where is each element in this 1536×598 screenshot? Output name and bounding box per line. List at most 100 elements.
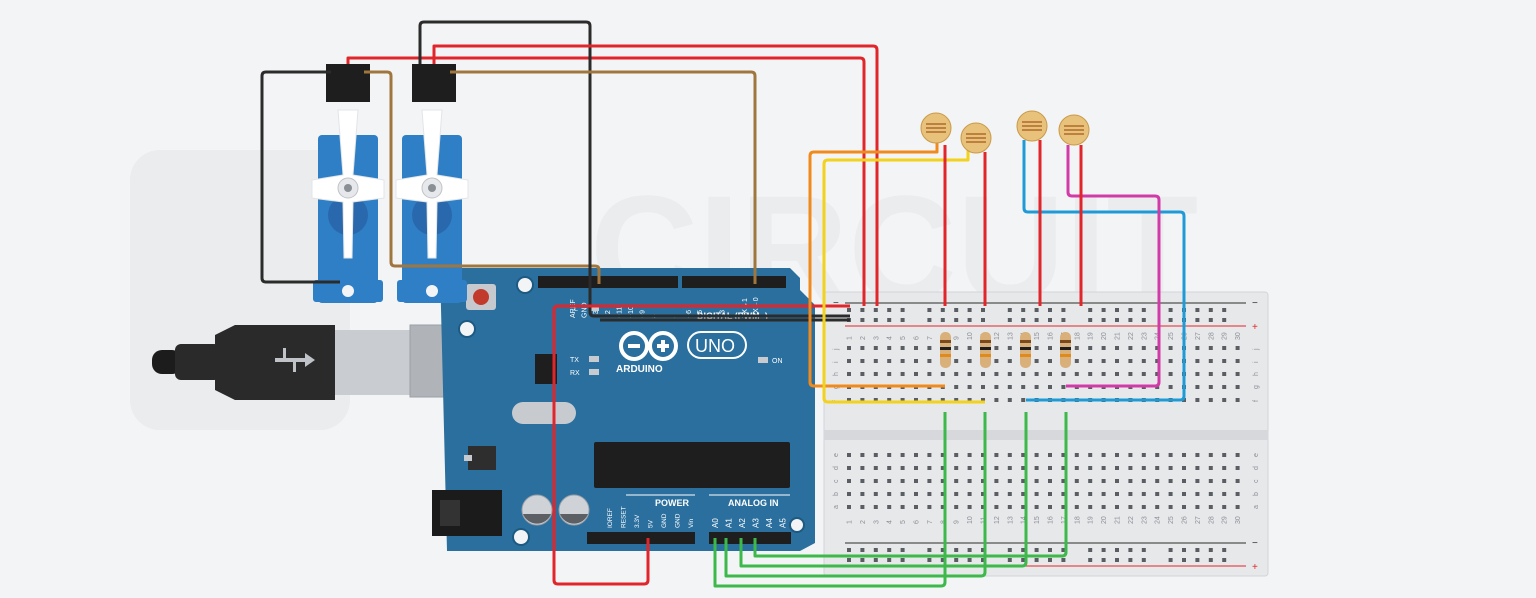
bb-hole bbox=[967, 308, 972, 312]
bb-hole bbox=[1182, 548, 1186, 552]
bb-column-label: 25 bbox=[1168, 332, 1175, 340]
resistors[interactable] bbox=[940, 332, 1071, 368]
bb-hole bbox=[887, 372, 892, 376]
bb-hole bbox=[1155, 372, 1160, 376]
breadboard[interactable]: − + − − + 112233445566778899101011111212… bbox=[823, 291, 1269, 577]
bb-hole bbox=[967, 372, 972, 376]
bb-hole bbox=[1034, 492, 1039, 496]
bb-hole bbox=[954, 453, 959, 457]
bb-hole bbox=[1061, 558, 1066, 562]
bb-hole bbox=[1021, 492, 1026, 496]
mount-hole bbox=[789, 517, 805, 533]
bb-hole bbox=[927, 318, 932, 322]
bb-column-label: 7 bbox=[927, 520, 934, 524]
bb-hole bbox=[967, 492, 972, 496]
bb-column-label: 10 bbox=[967, 516, 974, 524]
bb-column-label: 12 bbox=[994, 332, 1001, 340]
servo-motor-1[interactable] bbox=[311, 64, 385, 303]
bb-column-label: 13 bbox=[1007, 332, 1014, 340]
bb-hole bbox=[860, 453, 865, 457]
bb-hole bbox=[954, 308, 959, 312]
wires[interactable] bbox=[260, 20, 1186, 588]
bb-column-label: 24 bbox=[1155, 516, 1162, 524]
wire-servo1-signal bbox=[364, 70, 601, 284]
bb-hole bbox=[1061, 308, 1066, 312]
led-on bbox=[758, 357, 768, 363]
bb-hole bbox=[1141, 453, 1146, 457]
bb-hole bbox=[967, 398, 972, 402]
bb-hole bbox=[1195, 308, 1200, 312]
wire-servo1-vcc bbox=[346, 56, 866, 306]
bb-hole bbox=[847, 453, 851, 457]
analog-label: ANALOG IN bbox=[728, 498, 779, 508]
wire-servo1-gnd bbox=[260, 70, 340, 284]
bb-hole bbox=[954, 318, 959, 322]
bb-hole bbox=[994, 492, 999, 496]
bb-hole bbox=[860, 466, 865, 470]
bb-hole bbox=[1007, 308, 1012, 312]
bb-hole bbox=[967, 548, 972, 552]
usb-chip bbox=[535, 354, 557, 384]
bb-hole bbox=[1048, 479, 1052, 483]
led-l bbox=[589, 305, 599, 311]
bb-hole bbox=[1141, 505, 1146, 509]
bb-hole bbox=[1222, 359, 1227, 363]
bb-hole bbox=[860, 346, 865, 350]
bb-hole bbox=[1115, 318, 1119, 322]
bb-hole bbox=[1115, 346, 1119, 350]
bb-row-label: f bbox=[1253, 400, 1260, 402]
bb-column-label: 4 bbox=[887, 336, 894, 340]
bb-hole bbox=[1235, 505, 1240, 509]
bb-row-label: b bbox=[1253, 492, 1260, 496]
power-pin-label: 3.3V bbox=[634, 514, 641, 528]
bb-hole bbox=[1141, 479, 1146, 483]
bb-hole bbox=[914, 479, 918, 483]
bb-hole bbox=[1168, 372, 1173, 376]
bb-hole bbox=[847, 492, 851, 496]
rail-minus-label: − bbox=[1252, 298, 1258, 309]
bb-hole bbox=[1168, 318, 1173, 322]
bb-hole bbox=[1141, 466, 1146, 470]
bb-hole bbox=[887, 558, 892, 562]
bb-hole bbox=[873, 453, 878, 457]
bb-hole bbox=[1007, 453, 1012, 457]
bb-hole bbox=[1115, 359, 1119, 363]
bb-hole bbox=[1101, 548, 1106, 552]
bb-hole bbox=[1168, 385, 1173, 389]
bb-column-label: 20 bbox=[1101, 332, 1108, 340]
analog-pin-label: A3 bbox=[752, 518, 761, 528]
bb-hole bbox=[1007, 398, 1012, 402]
bb-hole bbox=[1155, 479, 1160, 483]
photoresistors[interactable] bbox=[920, 110, 1090, 154]
bb-column-label: 22 bbox=[1128, 516, 1135, 524]
bb-hole bbox=[1115, 558, 1119, 562]
bb-hole bbox=[994, 398, 999, 402]
bb-column-label: 23 bbox=[1141, 516, 1148, 524]
bb-hole bbox=[954, 372, 959, 376]
bb-column-label: 9 bbox=[954, 336, 961, 340]
bb-hole bbox=[1141, 318, 1146, 322]
bb-hole bbox=[860, 479, 865, 483]
bb-hole bbox=[887, 308, 892, 312]
bb-column-label: 6 bbox=[914, 520, 921, 524]
bb-column-label: 30 bbox=[1235, 516, 1242, 524]
bb-column-label: 16 bbox=[1048, 332, 1055, 340]
bb-hole bbox=[1034, 346, 1039, 350]
bb-hole bbox=[927, 453, 932, 457]
bb-hole bbox=[927, 398, 932, 402]
bb-hole bbox=[1021, 398, 1026, 402]
bb-hole bbox=[927, 359, 932, 363]
servo-connector bbox=[412, 64, 456, 102]
bb-column-label: 2 bbox=[860, 336, 867, 340]
bb-hole bbox=[981, 548, 985, 552]
wire-servo2-gnd bbox=[418, 20, 850, 318]
bb-hole bbox=[1195, 318, 1200, 322]
bb-hole bbox=[1168, 346, 1173, 350]
servo-motor-2[interactable] bbox=[395, 64, 469, 303]
mount-hole bbox=[516, 276, 534, 294]
bb-hole bbox=[1222, 453, 1227, 457]
bb-hole bbox=[860, 558, 865, 562]
bb-hole bbox=[900, 548, 905, 552]
